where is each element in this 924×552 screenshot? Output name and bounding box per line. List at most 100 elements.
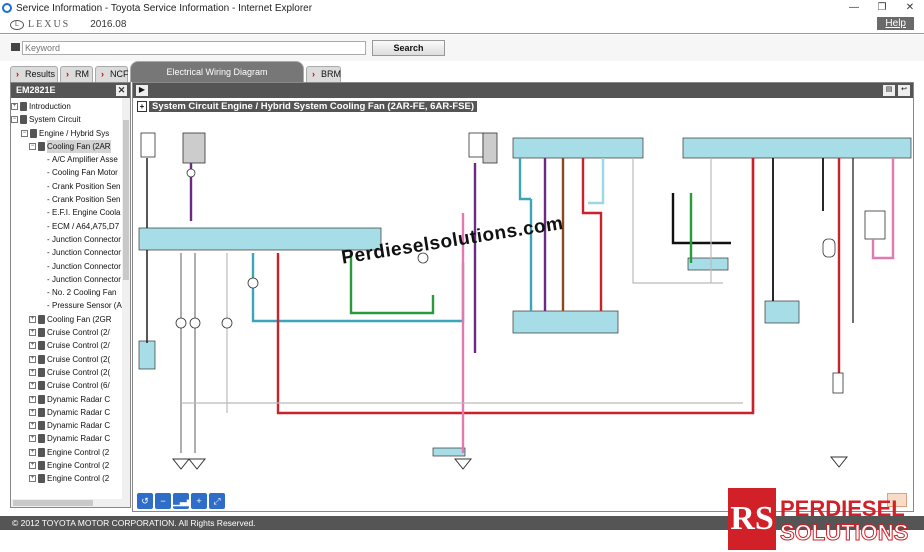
search-bar: Search	[0, 35, 924, 61]
tree-horizontal-scrollbar[interactable]	[11, 499, 123, 507]
expand-icon[interactable]: +	[29, 368, 36, 376]
tree-vertical-scrollbar[interactable]	[122, 98, 130, 507]
tab-rm[interactable]: RM	[60, 66, 93, 82]
scrollbar-thumb[interactable]	[13, 500, 93, 506]
tree-leaf-marker: -	[47, 155, 50, 165]
window-title: Service Information - Toyota Service Inf…	[16, 2, 313, 14]
tree-item[interactable]: -Crank Position Sen	[11, 193, 123, 206]
close-panel-button[interactable]: ✕	[116, 85, 127, 96]
brand-name: LEXUS	[28, 19, 71, 30]
logo-line-1: PERDIESEL	[780, 496, 905, 521]
logo-letters: RS	[728, 488, 776, 550]
back-icon[interactable]: ↩	[898, 85, 910, 96]
navigation-tree: +Introduction−System Circuit−Engine / Hy…	[11, 100, 123, 495]
expand-icon[interactable]: +	[11, 103, 18, 110]
tree-item[interactable]: +Cruise Control (2(	[11, 353, 123, 366]
version-label: 2016.08	[90, 19, 127, 30]
tree-item[interactable]: +Dynamic Radar C	[11, 432, 123, 445]
tree-item[interactable]: +Cruise Control (2/	[11, 339, 123, 352]
tree-item[interactable]: + Dynamic Radar C	[11, 393, 123, 406]
wire-lightblue	[588, 158, 605, 205]
tree-item[interactable]: -No. 2 Cooling Fan	[11, 286, 123, 299]
tree-item[interactable]: -Junction Connector	[11, 260, 123, 273]
collapse-icon[interactable]: −	[29, 142, 36, 150]
expand-icon[interactable]: +	[29, 408, 36, 416]
tree-item-label: Pressure Sensor (A	[52, 301, 122, 311]
tab-results[interactable]: Results	[10, 66, 58, 82]
navigation-panel: EM2821E ✕ +Introduction−System Circuit−E…	[10, 82, 131, 508]
tree-item[interactable]: -E.F.I. Engine Coola	[11, 206, 123, 219]
tree-item[interactable]: +Cooling Fan (2GR	[11, 313, 123, 326]
tree-item[interactable]: +Cruise Control (6/	[11, 379, 123, 392]
zoom-level-slider[interactable]: ▁▃▅	[173, 493, 194, 509]
collapse-icon[interactable]: −	[21, 129, 28, 137]
search-input[interactable]	[22, 41, 366, 55]
play-icon[interactable]: ▶	[136, 85, 148, 96]
copyright-footer: © 2012 TOYOTA MOTOR CORPORATION. All Rig…	[0, 516, 924, 530]
tree-item[interactable]: −System Circuit	[11, 113, 123, 126]
expand-icon[interactable]: +	[29, 329, 36, 337]
logo-line-2: SOLUTIONS	[779, 520, 909, 546]
tree-item[interactable]: −Engine / Hybrid Sys	[11, 127, 123, 140]
tree-item[interactable]: -Junction Connector	[11, 233, 123, 246]
tree-leaf-marker: -	[47, 208, 50, 218]
tree-leaf-marker: -	[47, 288, 50, 298]
tree-item[interactable]: -A/C Amplifier Asse	[11, 153, 123, 166]
expand-icon[interactable]: +	[29, 382, 36, 390]
tree-item[interactable]: -Junction Connector	[11, 246, 123, 259]
help-button[interactable]: Help	[877, 17, 914, 30]
expand-icon[interactable]: +	[137, 101, 147, 112]
tab-ncf[interactable]: NCF	[95, 66, 129, 82]
close-window-button[interactable]: ✕	[905, 2, 915, 13]
tree-item[interactable]: +Introduction	[11, 100, 123, 113]
fit-view-button[interactable]: ⤢	[209, 493, 225, 509]
zoom-in-button[interactable]: +	[191, 493, 207, 509]
restore-button[interactable]: ❐	[877, 2, 887, 13]
tree-item-label: Dynamic Radar C	[47, 394, 111, 404]
tree-item[interactable]: -Pressure Sensor (A	[11, 299, 123, 312]
tree-item[interactable]: +Dynamic Radar C	[11, 419, 123, 432]
zoom-out-button[interactable]: −	[155, 493, 171, 509]
diagram-title-bar: + System Circuit Engine / Hybrid System …	[137, 101, 477, 112]
tree-item[interactable]: +Cruise Control (2(	[11, 366, 123, 379]
expand-icon[interactable]: +	[29, 342, 36, 350]
reset-zoom-button[interactable]: ↺	[137, 493, 153, 509]
battery-block	[138, 340, 156, 370]
expand-icon[interactable]: +	[29, 448, 36, 456]
lexus-emblem-icon: L	[10, 19, 24, 30]
expand-icon[interactable]: +	[29, 422, 36, 430]
expand-icon[interactable]: +	[29, 475, 36, 483]
wiring-diagram[interactable]	[133, 113, 913, 489]
tree-item[interactable]: -Crank Position Sen	[11, 180, 123, 193]
book-icon	[20, 102, 27, 111]
expand-icon[interactable]: +	[29, 395, 36, 403]
document-code: EM2821E	[16, 85, 56, 95]
tree-item[interactable]: -Cooling Fan Motor	[11, 166, 123, 179]
tree-item[interactable]: +Engine Control (2	[11, 459, 123, 472]
chat-icon[interactable]	[887, 493, 907, 507]
expand-icon[interactable]: +	[29, 315, 36, 323]
expand-icon[interactable]: +	[29, 435, 36, 443]
book-icon	[30, 128, 37, 138]
tree-item[interactable]: + Cruise Control (2/	[11, 326, 123, 339]
tree-leaf-marker: -	[47, 261, 50, 271]
expand-icon[interactable]: +	[29, 355, 36, 363]
tree-item-label: Cruise Control (2/	[47, 328, 110, 338]
watermark-logo: RS PERDIESEL SOLUTIONS	[728, 488, 924, 552]
minimize-button[interactable]: —	[849, 2, 859, 13]
tree-item[interactable]: −Cooling Fan (2AR	[11, 139, 123, 153]
tab-electrical-wiring-diagram[interactable]: Electrical Wiring Diagram	[130, 61, 304, 82]
tree-item[interactable]: +Engine Control (2	[11, 446, 123, 459]
tab-brm[interactable]: BRM	[306, 66, 341, 82]
tree-item[interactable]: -ECM / A64,A75,D7	[11, 220, 123, 233]
search-button[interactable]: Search	[372, 40, 445, 56]
tree-item[interactable]: -Junction Connector	[11, 273, 123, 286]
wire-green-1	[349, 253, 435, 315]
scrollbar-thumb[interactable]	[123, 120, 129, 280]
tree-item[interactable]: +Engine Control (2	[11, 472, 123, 485]
expand-icon[interactable]: +	[29, 462, 36, 470]
print-icon[interactable]: ▤	[883, 85, 895, 96]
internet-explorer-icon	[2, 3, 12, 13]
tree-item[interactable]: +Dynamic Radar C	[11, 406, 123, 419]
collapse-icon[interactable]: −	[11, 116, 18, 124]
